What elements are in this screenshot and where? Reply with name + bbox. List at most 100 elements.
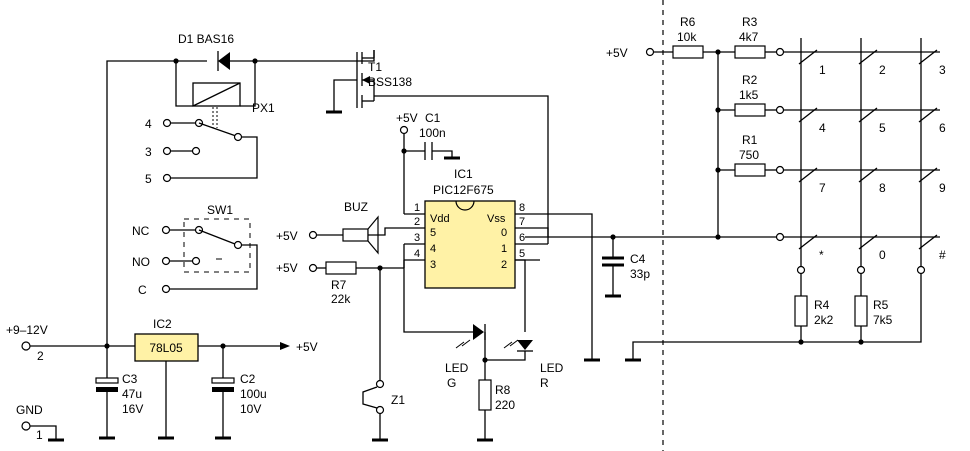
r1-value: 750 bbox=[739, 148, 759, 162]
px1-label: PX1 bbox=[252, 101, 275, 115]
gnd-pin-label: 1 bbox=[36, 428, 43, 442]
keypad-column-terminal bbox=[856, 265, 866, 275]
relay-3-label: 3 bbox=[145, 145, 152, 159]
r2-value: 1k5 bbox=[739, 88, 759, 102]
ic1-pin-l3: 3 bbox=[414, 232, 420, 244]
r8-label: R8 bbox=[495, 383, 511, 397]
r5-resistor bbox=[854, 295, 868, 327]
r6-value: 10k bbox=[677, 30, 697, 44]
gnd-terminal bbox=[21, 421, 31, 431]
ic1-pin-gp2: 2 bbox=[501, 259, 507, 271]
keypad-row-terminal bbox=[775, 105, 785, 115]
t1-part: BSS138 bbox=[368, 75, 412, 89]
supply-pin-label: 2 bbox=[37, 349, 44, 363]
led-red bbox=[517, 340, 533, 350]
c3-label: C3 bbox=[122, 372, 138, 386]
ic1-pin-gp5: 5 bbox=[430, 227, 436, 239]
key-label-8: 8 bbox=[879, 181, 886, 195]
key-label-6: 6 bbox=[939, 121, 946, 135]
output-arrow bbox=[280, 342, 290, 350]
c3-voltage: 16V bbox=[122, 402, 143, 416]
keypad-column-terminal bbox=[796, 265, 806, 275]
relay-contact-arm bbox=[198, 122, 237, 137]
key-contact bbox=[798, 49, 818, 65]
sw1-no-label: NO bbox=[132, 255, 150, 269]
r6-resistor bbox=[672, 45, 704, 59]
r7-5v-label: +5V bbox=[276, 261, 298, 275]
c3-capacitor bbox=[95, 377, 119, 384]
out-5v-label: +5V bbox=[296, 340, 318, 354]
r3-value: 4k7 bbox=[739, 30, 759, 44]
ic1-pin-gp1: 1 bbox=[501, 243, 507, 255]
r3-resistor bbox=[734, 45, 766, 59]
key-label-10: * bbox=[819, 248, 824, 262]
key-label-1: 1 bbox=[819, 63, 826, 77]
ic1-pin-r8: 8 bbox=[519, 202, 525, 214]
key-contact bbox=[798, 107, 818, 123]
r7-label: R7 bbox=[331, 278, 347, 292]
ic1-pin-gp4: 4 bbox=[430, 243, 436, 255]
r2-label: R2 bbox=[742, 73, 758, 87]
key-contact bbox=[918, 167, 938, 183]
r5-label: R5 bbox=[873, 298, 889, 312]
keypad-row-terminal bbox=[775, 47, 785, 57]
ic1-pin-vss: Vss bbox=[487, 213, 506, 225]
key-label-5: 5 bbox=[879, 121, 886, 135]
t1-label: T1 bbox=[368, 60, 382, 74]
ic2-regulator bbox=[134, 333, 199, 362]
key-label-2: 2 bbox=[879, 63, 886, 77]
r5-value: 7k5 bbox=[873, 313, 893, 327]
key-label-9: 9 bbox=[939, 181, 946, 195]
key-contact bbox=[918, 234, 938, 250]
r4-resistor bbox=[794, 295, 808, 327]
buzzer bbox=[342, 228, 369, 242]
sw1-label: SW1 bbox=[207, 203, 233, 217]
ic1-pin-r5: 5 bbox=[519, 248, 525, 260]
r7-resistor bbox=[325, 261, 357, 275]
keypad-row-terminal bbox=[775, 165, 785, 175]
r4-value: 2k2 bbox=[814, 313, 834, 327]
ic2-label: IC2 bbox=[153, 317, 172, 331]
r2-resistor bbox=[734, 103, 766, 117]
ic1-pin-l4: 4 bbox=[414, 248, 420, 260]
key-label-12: # bbox=[939, 248, 946, 262]
buz-5v-label: +5V bbox=[276, 229, 298, 243]
keypad-column-terminal bbox=[916, 265, 926, 275]
ic1-pin-l1: 1 bbox=[414, 202, 420, 214]
c4-label: C4 bbox=[630, 252, 646, 266]
ic1-label: IC1 bbox=[454, 167, 473, 181]
sw1-nc-label: NC bbox=[132, 224, 150, 238]
r8-value: 220 bbox=[495, 398, 515, 412]
key-label-4: 4 bbox=[819, 121, 826, 135]
keypad-row-terminal bbox=[775, 232, 785, 242]
r4-label: R4 bbox=[814, 298, 830, 312]
key-contact bbox=[858, 167, 878, 183]
ic1-part: PIC12F675 bbox=[433, 183, 494, 197]
r1-label: R1 bbox=[742, 133, 758, 147]
supply-terminal bbox=[21, 341, 31, 351]
c1-value: 100n bbox=[419, 126, 446, 140]
led-g-label-1: LED bbox=[445, 361, 469, 375]
d1-label: D1 BAS16 bbox=[178, 32, 234, 46]
kb-5v-label: +5V bbox=[606, 46, 628, 60]
c2-label: C2 bbox=[240, 372, 256, 386]
ic2-part: 78L05 bbox=[149, 341, 183, 355]
led-r-label-1: LED bbox=[540, 361, 564, 375]
led-green bbox=[473, 324, 484, 340]
c4-value: 33p bbox=[630, 267, 650, 281]
z1-label: Z1 bbox=[391, 393, 405, 407]
key-label-7: 7 bbox=[819, 181, 826, 195]
key-contact bbox=[798, 234, 818, 250]
supply-in-label: +9–12V bbox=[6, 323, 48, 337]
r1-resistor bbox=[734, 163, 766, 177]
ic1-pin-r7: 7 bbox=[519, 216, 525, 228]
c1-label: C1 bbox=[425, 111, 441, 125]
led-g-label-2: G bbox=[447, 376, 456, 390]
r7-value: 22k bbox=[331, 292, 351, 306]
r8-resistor bbox=[478, 379, 492, 411]
ic1-pin-gp0: 0 bbox=[501, 227, 507, 239]
r6-label: R6 bbox=[680, 15, 696, 29]
key-contact bbox=[918, 107, 938, 123]
ic1-microcontroller bbox=[424, 200, 516, 289]
